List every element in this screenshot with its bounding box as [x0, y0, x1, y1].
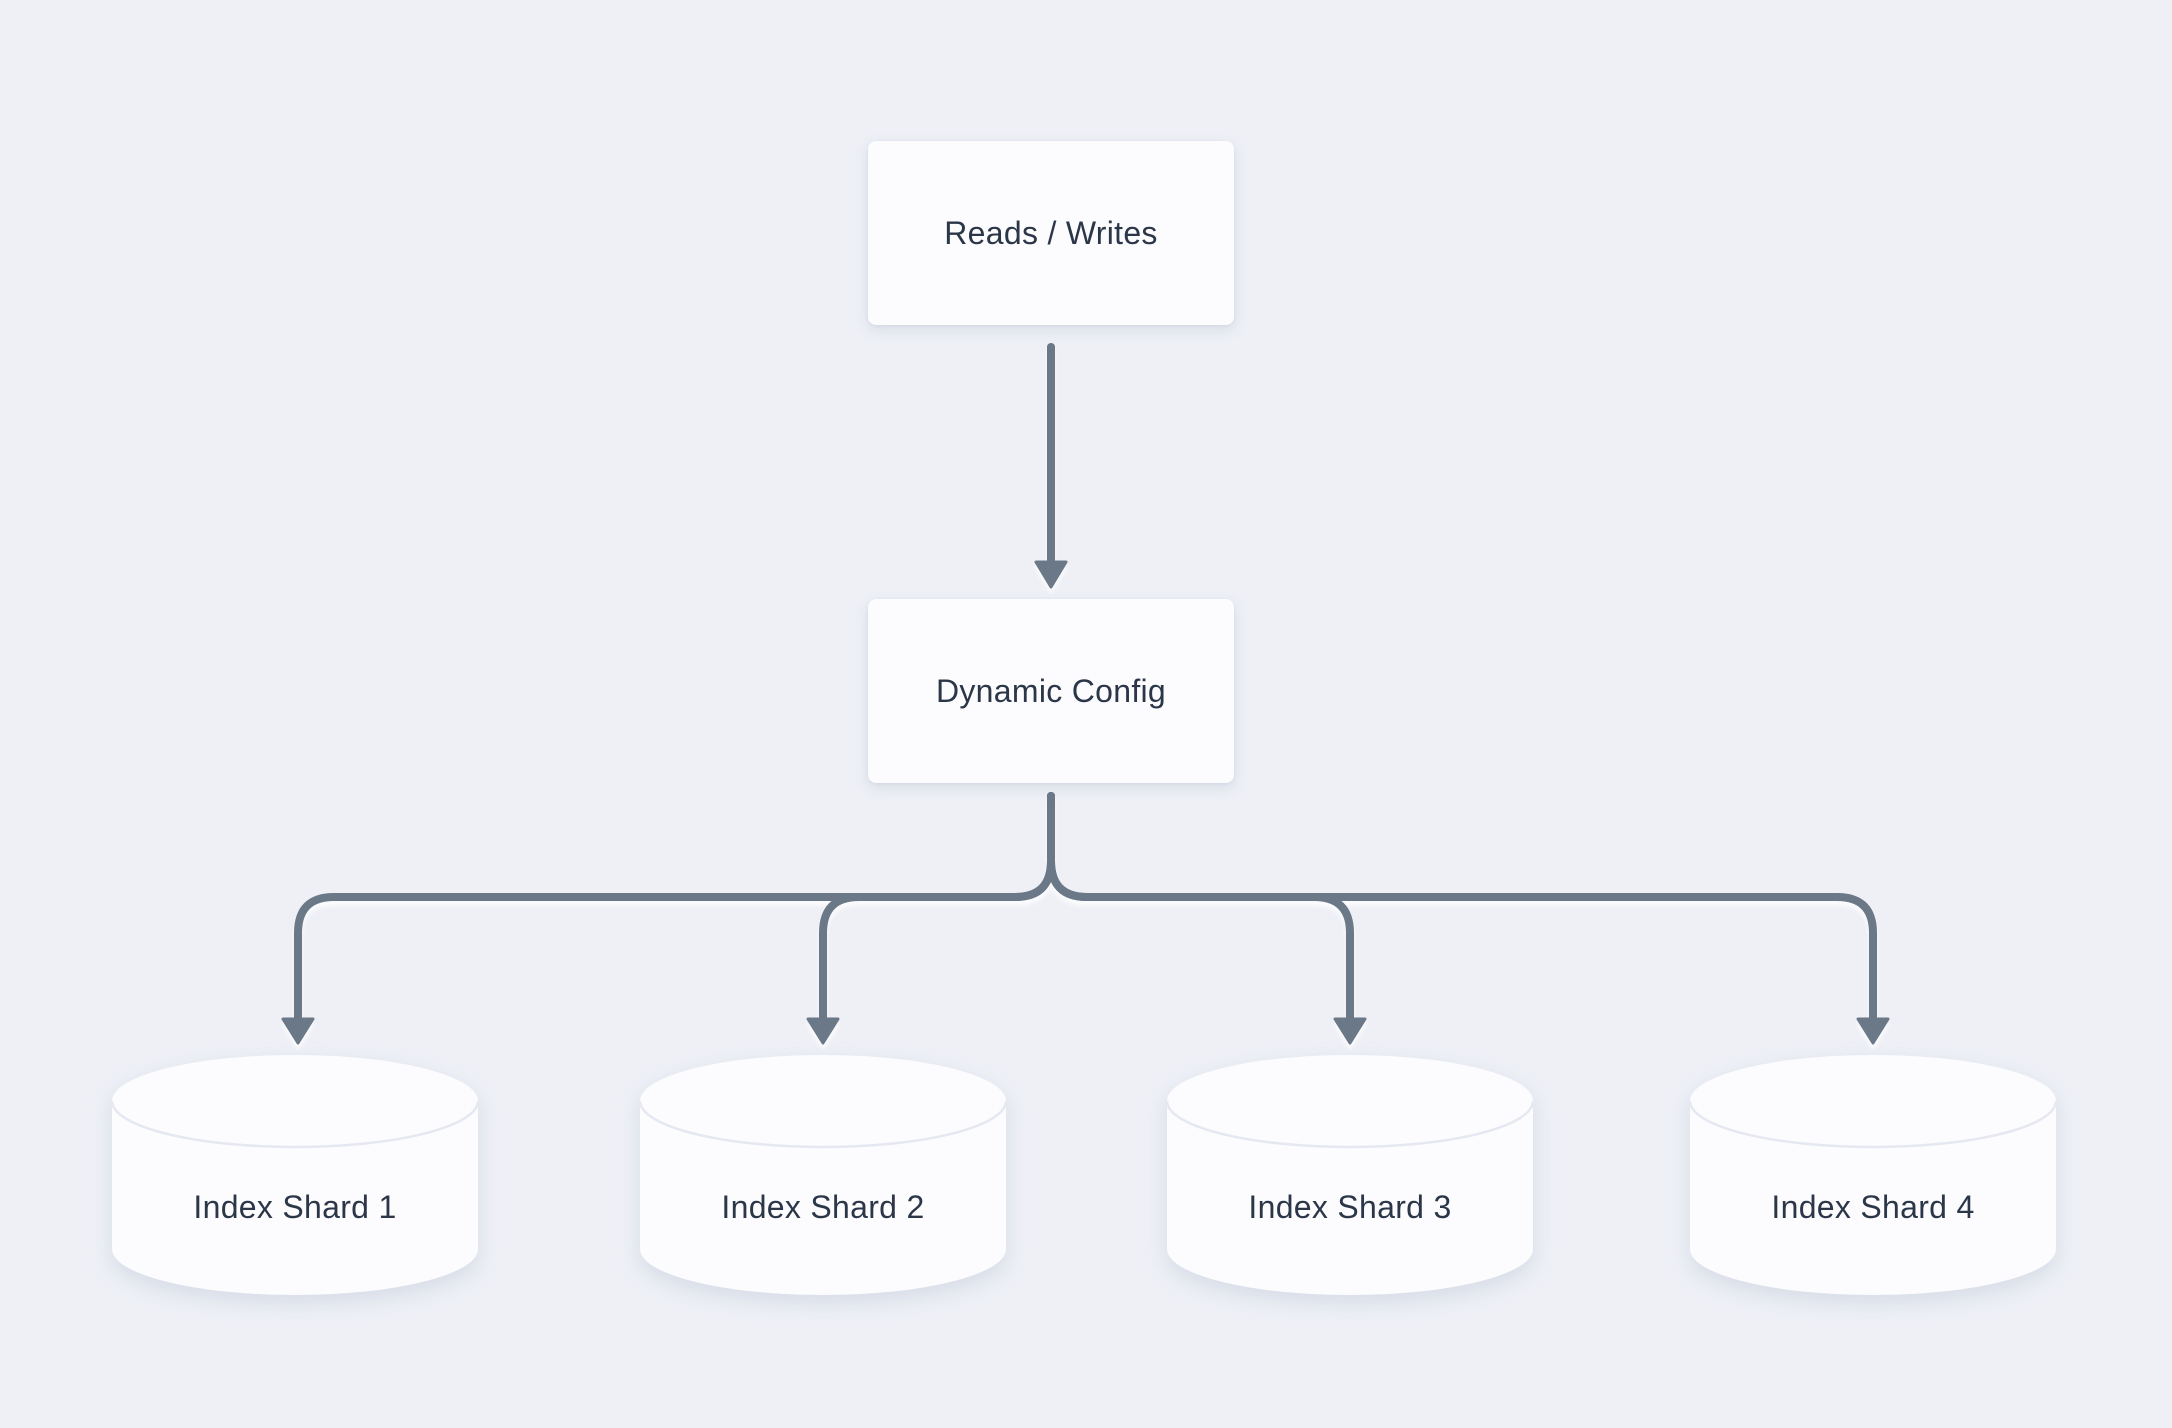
node-index-shard-1: Index Shard 1	[112, 1055, 478, 1295]
arrowhead-down-icon	[1333, 1017, 1367, 1045]
edge-dynamic-config-to-index-shard-1	[281, 792, 1055, 1045]
edge-line	[819, 792, 1055, 1025]
edge-dynamic-config-to-index-shard-4	[1047, 792, 1890, 1045]
edge-dynamic-config-to-index-shard-3	[1047, 792, 1367, 1045]
node-dynamic-config: Dynamic Config	[868, 599, 1234, 783]
node-dynamic-config-label: Dynamic Config	[935, 672, 1167, 709]
arrowhead-down-icon	[281, 1017, 315, 1045]
edge-dynamic-config-to-index-shard-2	[806, 792, 1055, 1045]
database-cylinder-icon	[1167, 1055, 1533, 1295]
node-index-shard-4: Index Shard 4	[1690, 1055, 2056, 1295]
arrowhead-down-icon	[806, 1017, 840, 1045]
node-index-shard-3: Index Shard 3	[1167, 1055, 1533, 1295]
node-index-shard-2-label: Index Shard 2	[721, 1189, 925, 1225]
node-reads-writes: Reads / Writes	[868, 141, 1234, 325]
edge-line	[1047, 792, 1354, 1025]
edge-reads-writes-to-dynamic-config	[1034, 343, 1068, 589]
database-cylinder-icon	[640, 1055, 1006, 1295]
database-cylinder-icon	[1690, 1055, 2056, 1295]
node-index-shard-1-label: Index Shard 1	[193, 1189, 397, 1225]
edge-line	[294, 792, 1055, 1025]
arrowhead-down-icon	[1034, 560, 1068, 589]
database-cylinder-icon	[112, 1055, 478, 1295]
node-index-shard-4-label: Index Shard 4	[1771, 1189, 1975, 1225]
node-index-shard-2: Index Shard 2	[640, 1055, 1006, 1295]
node-index-shard-3-label: Index Shard 3	[1248, 1189, 1452, 1225]
node-reads-writes-label: Reads / Writes	[944, 214, 1158, 251]
edge-line	[1047, 792, 1877, 1025]
arrowhead-down-icon	[1856, 1017, 1890, 1045]
